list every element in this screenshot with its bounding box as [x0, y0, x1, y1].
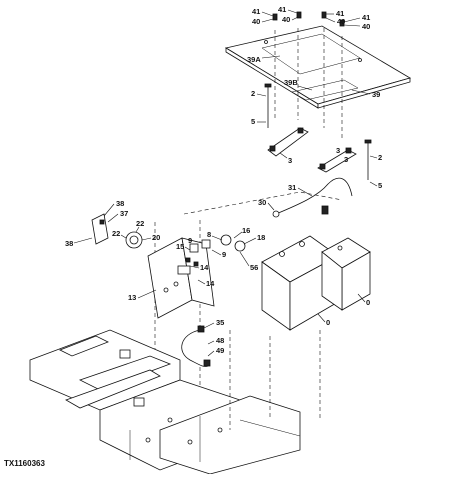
callout-38b: 38 — [65, 239, 73, 248]
callout-9a: 9 — [188, 236, 192, 245]
hold-down-bolt-right — [364, 139, 372, 180]
battery-right — [321, 237, 371, 311]
callout-30: 30 — [258, 198, 266, 207]
battery-cable — [272, 177, 353, 218]
callout-37: 37 — [120, 209, 128, 218]
hold-down-bolt-left — [264, 83, 272, 128]
callout-31: 31 — [288, 183, 296, 192]
callout-40c: 40 — [337, 17, 345, 26]
callout-8: 8 — [207, 230, 211, 239]
callout-2a: 2 — [251, 89, 255, 98]
callout-2b: 2 — [378, 153, 382, 162]
callout-22a: 22 — [136, 219, 144, 228]
callout-41a: 41 — [252, 7, 260, 16]
callout-3a: 3 — [288, 156, 292, 165]
callout-22b: 22 — [112, 229, 120, 238]
hold-down-bar-upper — [267, 127, 309, 157]
cover-fasteners — [272, 11, 345, 27]
battery-cover-plate — [224, 25, 412, 109]
callout-14b: 14 — [206, 279, 215, 288]
callout-18: 18 — [257, 233, 265, 242]
callout-14a: 14 — [200, 263, 209, 272]
callout-35: 35 — [216, 318, 224, 327]
callout-5b: 5 — [378, 181, 382, 190]
callout-13: 13 — [128, 293, 136, 302]
callout-41c: 41 — [336, 9, 344, 18]
hold-down-bar-lower — [317, 147, 357, 173]
switch-panel — [147, 237, 215, 319]
callout-41b: 41 — [278, 5, 286, 14]
callout-9b: 9 — [222, 250, 226, 259]
machine-frame — [29, 329, 301, 475]
mounting-bracket-left — [91, 213, 109, 245]
callout-0a: 0 — [326, 318, 330, 327]
callout-49: 49 — [216, 346, 224, 355]
callout-40d: 40 — [362, 22, 370, 31]
callout-40a: 40 — [252, 17, 260, 26]
callout-38a: 38 — [116, 199, 124, 208]
ground-strap — [181, 325, 211, 367]
relay-components — [185, 234, 246, 267]
callout-3c: 3 — [344, 155, 348, 164]
callout-56: 56 — [250, 263, 258, 272]
callout-39B: 39B — [284, 78, 298, 87]
callout-40b: 40 — [282, 15, 290, 24]
disconnect-switch — [125, 231, 143, 249]
callout-48: 48 — [216, 336, 224, 345]
callout-5a: 5 — [251, 117, 255, 126]
callout-39: 39 — [372, 90, 380, 99]
callout-3b: 3 — [336, 146, 340, 155]
figure-id-label: TX1160363 — [4, 459, 45, 468]
callout-20: 20 — [152, 233, 160, 242]
callout-39A: 39A — [247, 55, 261, 64]
callout-16: 16 — [242, 226, 250, 235]
callout-0b: 0 — [366, 298, 370, 307]
callout-15: 15 — [176, 242, 184, 251]
callout-41d: 41 — [362, 13, 370, 22]
